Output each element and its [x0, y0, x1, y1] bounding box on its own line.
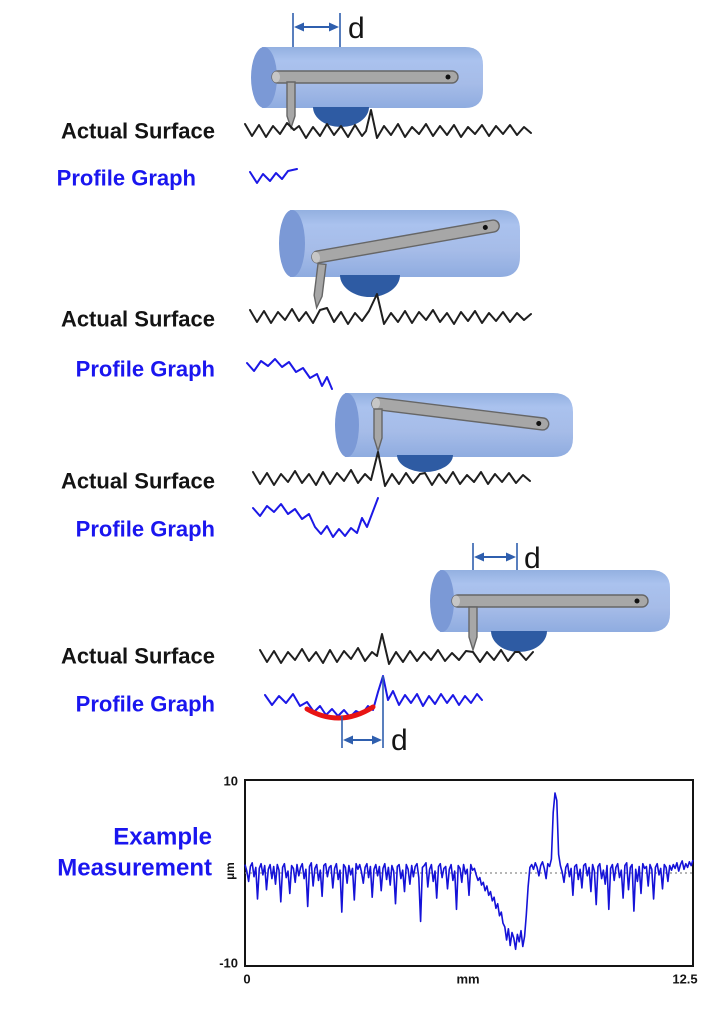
stylus-instrument-2: [279, 210, 520, 310]
profile-trace-3: [252, 497, 379, 538]
arm-pivot-cap: [311, 251, 320, 263]
panel4-dimension-d-bottom: d: [341, 676, 408, 757]
stylus-instrument-3: [335, 393, 573, 472]
dimension-label-d-bottom: d: [391, 724, 408, 757]
actual-surface-trace-3: [252, 451, 531, 487]
y-tick-bottom: -10: [219, 956, 238, 971]
profile-graph-label-4: Profile Graph: [76, 692, 215, 717]
actual-surface-label-2: Actual Surface: [61, 307, 215, 332]
arrowhead-left-icon: [474, 552, 484, 562]
profile-graph-label-3: Profile Graph: [76, 517, 215, 542]
arm-pivot-cap: [272, 71, 280, 83]
pickup-arm: [271, 70, 459, 84]
pickup-arm: [451, 594, 649, 608]
profile-trace-4: [264, 675, 483, 718]
chart-title-line1: Example: [113, 824, 212, 851]
pickup-arm-tilted: [311, 219, 500, 264]
actual-surface-label-4: Actual Surface: [61, 644, 215, 669]
dimension-label-d-top: d: [524, 542, 541, 575]
arm-pivot-cap: [371, 398, 380, 409]
stylus-tip-icon: [373, 408, 383, 454]
stylus-instrument-4: [430, 570, 670, 653]
profile-graph-label-2: Profile Graph: [76, 357, 215, 382]
actual-surface-label-1: Actual Surface: [61, 119, 215, 144]
arrowhead-right-icon: [506, 552, 516, 562]
y-tick-top: 10: [224, 774, 238, 789]
panel-4: d Actual Surface Profile Graph d: [61, 542, 670, 757]
profile-graph-label-1: Profile Graph: [57, 166, 196, 191]
skid-icon: [313, 107, 369, 127]
arrowhead-right-icon: [372, 735, 382, 745]
arrowhead-left-icon: [343, 735, 353, 745]
measurement-trace: [244, 792, 694, 951]
arm-pivot-dot: [445, 74, 451, 80]
cylinder-end-cap: [335, 393, 359, 457]
arm-pivot-cap: [452, 595, 460, 607]
stylus-tip-group: [313, 262, 327, 310]
stylus-instrument-1: [251, 47, 483, 131]
actual-surface-label-3: Actual Surface: [61, 469, 215, 494]
chart-title-line2: Measurement: [57, 855, 212, 882]
actual-surface-trace-1: [244, 109, 532, 139]
x-axis-label: mm: [456, 972, 479, 987]
stylus-tip-icon: [286, 81, 296, 131]
x-tick-right: 12.5: [672, 972, 697, 987]
profile-trace-1: [249, 168, 298, 184]
stylus-tip-icon: [468, 606, 478, 653]
pickup-arm-tilted: [371, 397, 550, 431]
red-arc-highlight: [304, 704, 376, 721]
cylinder-end-cap: [430, 570, 454, 632]
arrowhead-left-icon: [294, 22, 304, 32]
profile-trace-2: [246, 358, 333, 390]
arrowhead-right-icon: [329, 22, 339, 32]
actual-surface-trace-2: [249, 293, 532, 325]
arm-pivot-dot: [536, 420, 542, 426]
arm-pivot-dot: [634, 598, 640, 604]
dimension-label-d: d: [348, 12, 365, 45]
panel-1: d Actual Surface Profile Graph: [57, 12, 532, 191]
cylinder-end-cap: [279, 210, 305, 277]
y-axis-label: µm: [223, 862, 237, 880]
panel-2: Actual Surface Profile Graph: [61, 210, 532, 390]
x-tick-left: 0: [243, 972, 250, 987]
example-measurement-chart: Example Measurement 10 -10 µm 0 mm 12.5: [57, 774, 697, 987]
cylinder-end-cap: [251, 47, 277, 108]
skid-icon: [340, 275, 400, 297]
skid-icon: [397, 455, 453, 472]
arm-pivot-dot: [482, 224, 488, 230]
skid-icon: [491, 631, 547, 652]
panel-3: Actual Surface Profile Graph: [61, 393, 573, 542]
stylus-tip-icon: [313, 262, 327, 310]
actual-surface-trace-4: [259, 633, 534, 665]
